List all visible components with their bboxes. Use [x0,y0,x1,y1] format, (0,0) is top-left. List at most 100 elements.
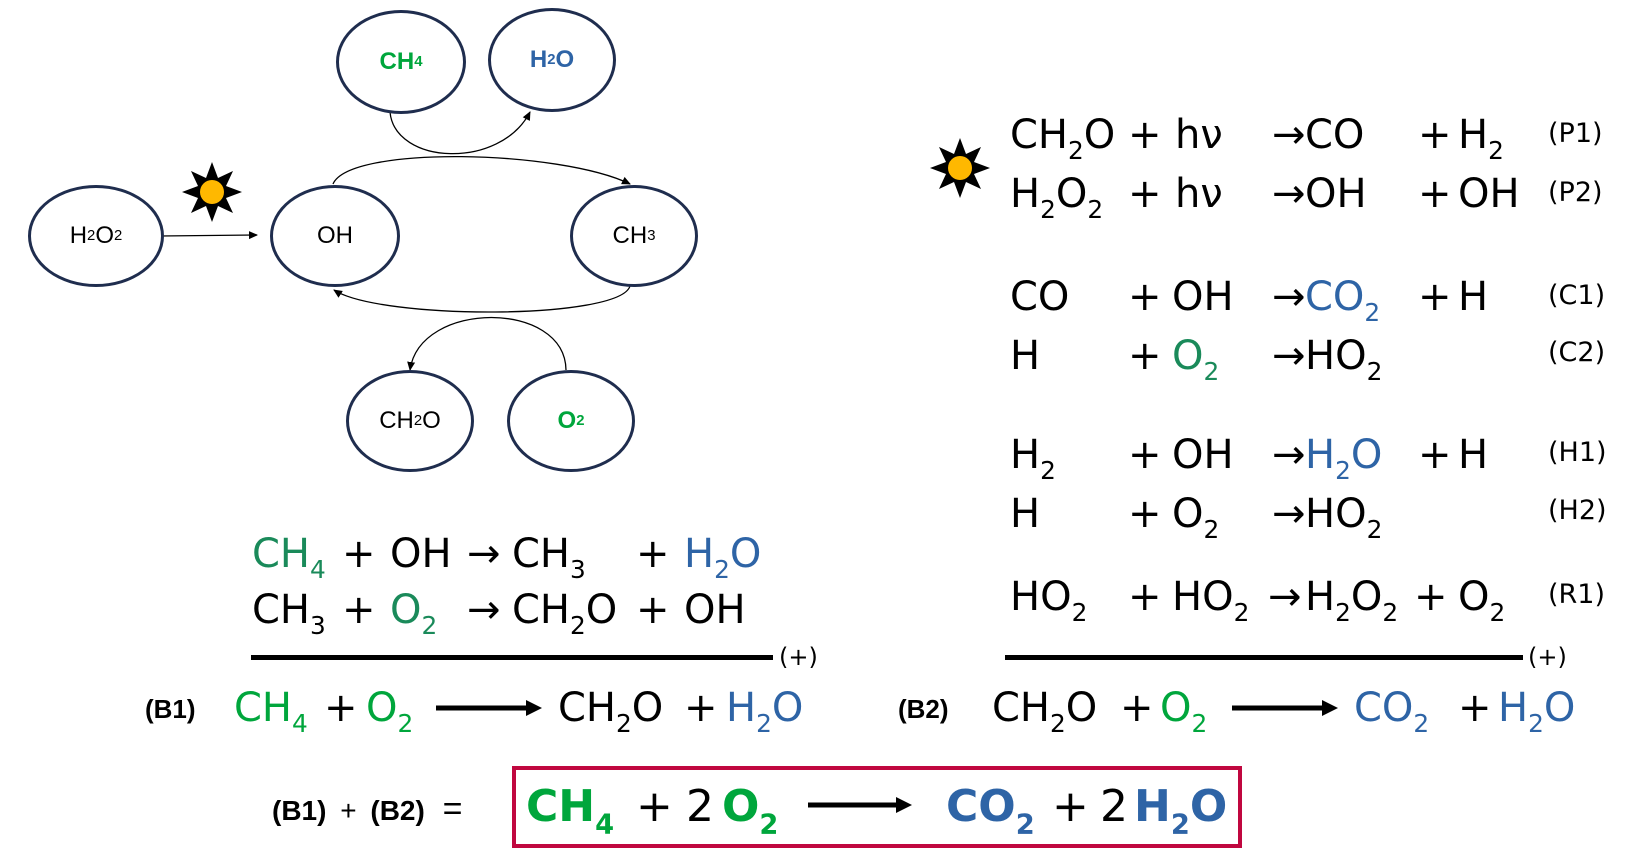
node-ch4-base: CH [379,48,415,75]
p1-product2-part: H [1458,112,1489,158]
p2-arrow: → [1272,171,1306,217]
overall-ch4: CH4 [526,785,614,839]
h1-product1-part: O [1350,432,1383,478]
r1-reactant1-part: HO [1010,574,1072,620]
r1-product1-part: 2 [1335,598,1351,628]
overall-o2: O2 [722,785,778,839]
c1-plus: + [1128,274,1162,320]
h1-oh: OH [1172,432,1234,478]
equation-b2: CH2O + O2 CO2 + H2O [0,688,1641,738]
c2-o2-part: O [1172,333,1204,379]
c2-product1-part: 2 [1366,357,1383,387]
p2-product2: OH [1458,171,1520,217]
h2-o2: O2 [1172,494,1219,542]
b2-plus: + [1120,685,1154,731]
p1-reactant1: CH2O [1010,112,1116,163]
overall-b2: (B2) [370,795,425,826]
left2-ch3-part: CH [252,587,311,633]
node-h2o-base: H [529,46,548,73]
b1-o2-part: O [366,685,398,731]
h1-product2: H [1458,432,1489,478]
left1-oh: OH [390,531,452,577]
overall-reaction-arrow [808,797,912,813]
left2-arrow: → [467,587,501,633]
b2-plus2: + [1458,685,1492,731]
r1-product2: O2 [1458,577,1505,625]
arrow-ch4-to-h2o [389,111,531,155]
arrow-oh-to-ch3 [332,155,631,185]
label-h1: (H1) [1548,437,1607,468]
equation-p2: H2O2 + hν → OH + OH [0,174,1641,224]
c1-arrow: → [1272,274,1306,320]
overall-co2-part: 2 [1015,809,1035,841]
overall-h2o-part: O [1189,781,1228,832]
node-oh: OH [270,185,400,287]
c1-product1-part: CO [1305,274,1365,320]
h1-arrow: → [1272,432,1306,478]
c1-product1: CO2 [1305,274,1380,325]
b1-plus2: + [684,685,718,731]
left2-o2: O2 [390,587,437,638]
b2-o2-part: O [1160,685,1192,731]
label-c1: (C1) [1548,280,1606,311]
node-ch2o-base: CH [379,407,414,434]
overall-b1: (B1) [272,795,327,826]
c1-reactant1: CO [1010,274,1070,320]
r1-reactant2: HO2 [1172,577,1249,625]
overall-equation-box [512,766,1242,848]
b1-h2o: H2O [726,685,804,736]
overall-co2-part: CO [946,781,1016,832]
left1-ch4-part: CH [252,531,311,577]
equation-c2: H + O2 → HO2 [0,336,1641,386]
equation-left-1: CH4 + OH → CH3 + H2O [0,534,900,584]
p1-product2: H2 [1458,112,1504,163]
r1-product1: H2O2 [1305,577,1398,625]
overall-plus: + [340,795,357,826]
c2-arrow: → [1272,333,1306,379]
label-h2: (H2) [1548,495,1607,526]
p2-hv: hν [1175,171,1223,217]
node-h2o-tail: O [555,46,575,73]
p2-plus2: + [1418,171,1452,217]
overall-h2o: H2O [1134,785,1227,839]
overall-h2o-part: 2 [1170,809,1190,841]
h2-reactant1: H [1010,491,1041,537]
r1-reactant1-part: 2 [1071,598,1088,628]
p1-hv: hν [1175,112,1223,158]
left1-h2o-part: H [684,531,715,577]
equation-h2: H + O2 → HO2 [0,494,1641,544]
overall-coef-o2: 2 [686,781,714,832]
overall-co2: CO2 [946,785,1035,839]
p2-reactant1-part: O [1055,171,1088,217]
label-b1: (B1) [145,694,196,724]
arrow-h2o2-to-oh [159,231,258,240]
sum-rule-left [251,655,773,660]
overall-o2-part: 2 [759,809,779,841]
left2-ch3: CH3 [252,587,326,638]
equation-c1: CO + OH → CO2 + H [0,277,1641,327]
node-ch2o-tail: O [422,407,441,434]
node-o2-base: O [557,407,577,434]
h2-product1-part: HO [1305,491,1367,537]
overall-lhs: (B1) + (B2) = [272,790,462,829]
r1-plus2: + [1414,574,1448,620]
label-p1: (P1) [1548,118,1603,149]
left2-plus2: + [636,587,670,633]
equation-b1: CH4 + O2 CH2O + H2O [0,688,900,738]
p1-reactant1-part: O [1083,112,1116,158]
r1-product2-part: 2 [1489,598,1506,628]
r1-plus: + [1128,574,1162,620]
left2-ch2o-part: O [585,587,618,633]
left2-o2-part: O [390,587,422,633]
overall-o2-part: O [722,781,760,832]
b1-h2o-part: O [771,685,804,731]
node-h2o2-mid: O [95,222,114,249]
label-c2: (C2) [1548,337,1606,368]
b2-reaction-arrow [1232,700,1338,716]
h2-product1-part: 2 [1366,515,1383,545]
equation-r1: HO2 + HO2 → H2O2 + O2 [0,577,1641,627]
overall-ch4-part: 4 [595,809,615,841]
